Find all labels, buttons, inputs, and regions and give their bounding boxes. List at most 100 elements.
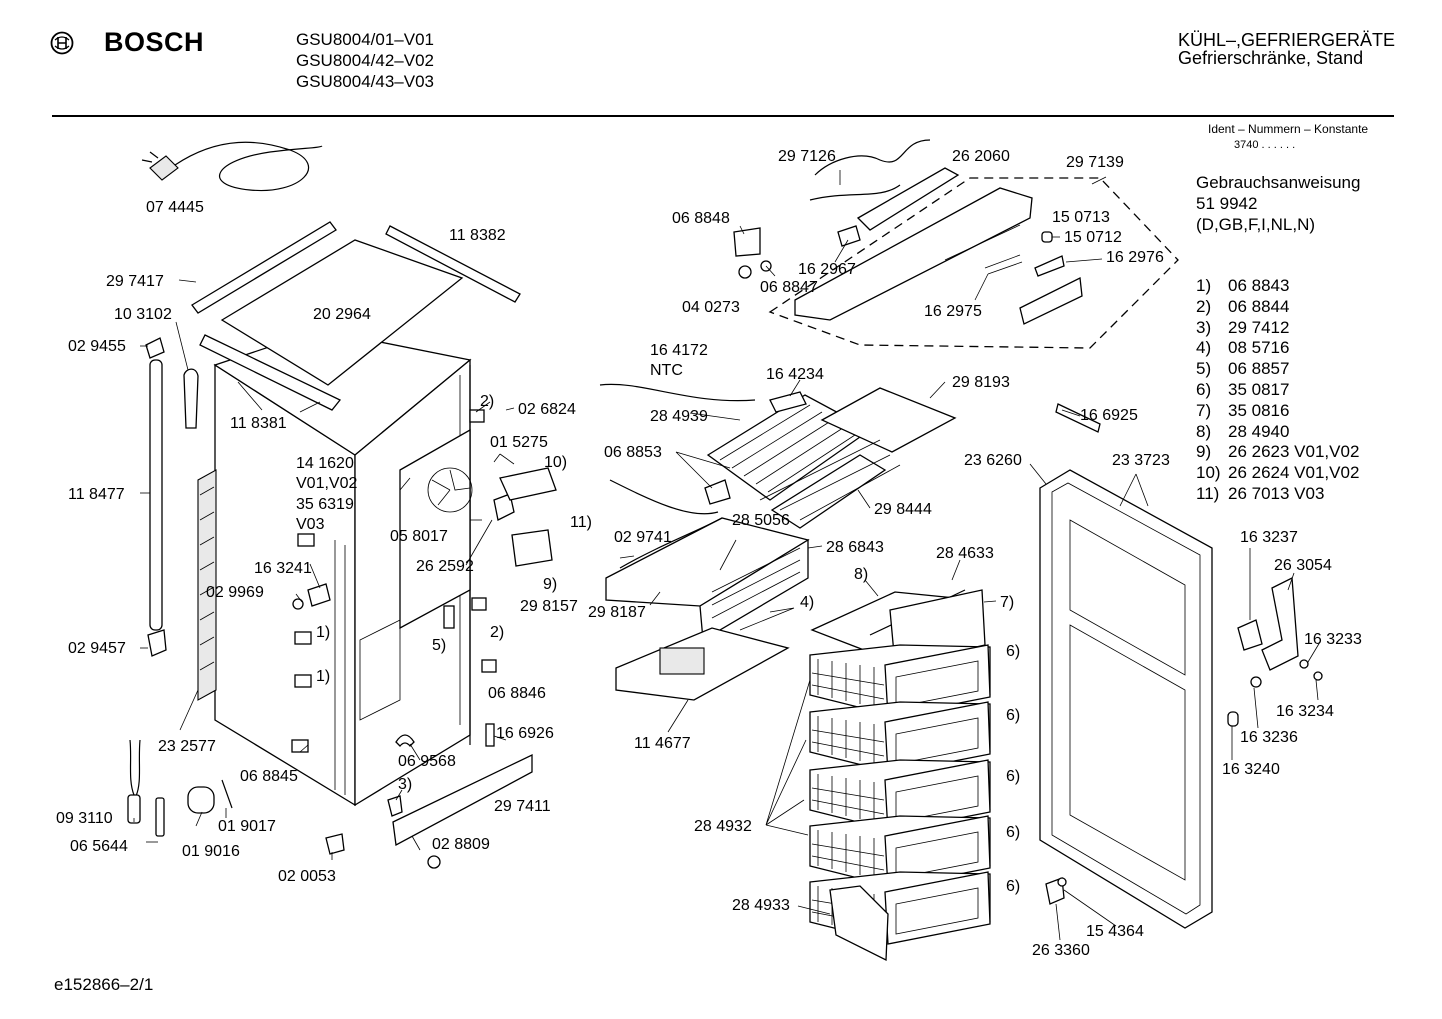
door-part — [1039, 469, 1213, 929]
part-label: 06 5644 — [70, 838, 128, 855]
top-rail-parts — [191, 221, 521, 411]
part-label: 29 8193 — [952, 374, 1010, 391]
part-label: 29 7126 — [778, 148, 836, 165]
part-label: 01 9017 — [218, 818, 276, 835]
model-number-3: GSU8004/43–V03 — [296, 72, 434, 91]
header-divider — [52, 115, 1394, 117]
part-label: 10 3102 — [114, 306, 172, 323]
part-label: 01 9016 — [182, 843, 240, 860]
part-label: 4) — [800, 594, 814, 611]
part-label: 16 3240 — [1222, 761, 1280, 778]
part-label: 6) — [1006, 707, 1020, 724]
part-label: 29 7139 — [1066, 154, 1124, 171]
kick-plate-part — [387, 753, 533, 869]
control-panel-part — [733, 139, 1083, 325]
part-label: 06 8845 — [240, 768, 298, 785]
footnote-item: 7)35 0816 — [1196, 400, 1290, 420]
part-label: 5) — [432, 637, 446, 654]
footnote-item: 9)26 2623 V01,V02 — [1196, 442, 1360, 462]
part-label: 6) — [1006, 878, 1020, 895]
part-label: 06 8848 — [672, 210, 730, 227]
condenser-grille-part — [197, 469, 217, 701]
freezer-drawer — [809, 759, 991, 833]
leader-lines — [133, 170, 1321, 941]
cover-plate-part — [605, 517, 810, 701]
part-label: 35 6319 — [296, 496, 354, 513]
part-label: 1) — [316, 624, 330, 641]
part-label: 6) — [1006, 643, 1020, 660]
part-label: 02 8809 — [432, 836, 490, 853]
part-label: 28 4939 — [650, 408, 708, 425]
part-label: 28 6843 — [826, 539, 884, 556]
part-label: 28 4933 — [732, 897, 790, 914]
part-label: 16 2967 — [798, 261, 856, 278]
part-label: 29 7417 — [106, 273, 164, 290]
part-label: 15 0712 — [1064, 229, 1122, 246]
lower-small-parts — [127, 739, 345, 855]
part-label: 23 2577 — [158, 738, 216, 755]
part-label: V03 — [296, 516, 325, 533]
part-label: 26 3360 — [1032, 942, 1090, 959]
part-label: 16 3236 — [1240, 729, 1298, 746]
callout-labels: 07 4445 29 7417 11 8382 20 2964 10 3102 … — [56, 148, 1362, 959]
part-label: 02 9455 — [68, 338, 126, 355]
part-label: 09 3110 — [56, 810, 113, 827]
part-label: 16 3233 — [1304, 631, 1362, 648]
part-label: 16 6926 — [496, 725, 554, 742]
part-label: 7) — [1000, 594, 1014, 611]
part-label: 26 2060 — [952, 148, 1010, 165]
part-label: 11 8381 — [230, 415, 287, 432]
part-label: 6) — [1006, 768, 1020, 785]
part-label: 29 8157 — [520, 598, 578, 615]
part-label: 23 6260 — [964, 452, 1022, 469]
freezer-drawers — [809, 644, 991, 962]
footnote-item: 2)06 8844 — [1196, 296, 1290, 316]
evaporator-part — [599, 383, 957, 529]
part-label: 11 8477 — [68, 486, 125, 503]
part-label: 06 8847 — [760, 279, 818, 296]
bosch-logo-icon — [50, 31, 74, 55]
part-label: 06 9568 — [398, 753, 456, 770]
part-label: 2) — [490, 624, 504, 641]
part-label: 02 9969 — [206, 584, 264, 601]
category-subtitle: Gefrierschränke, Stand — [1178, 48, 1364, 68]
part-label: 16 2975 — [924, 303, 982, 320]
manual-number: 51 9942 — [1196, 194, 1258, 213]
part-label: 16 3237 — [1240, 529, 1298, 546]
part-label: 07 4445 — [146, 199, 204, 216]
part-label: V01,V02 — [296, 475, 357, 492]
part-label: 20 2964 — [313, 306, 371, 323]
part-label: 23 3723 — [1112, 452, 1170, 469]
part-label: 28 4633 — [936, 545, 994, 562]
hinge-parts — [1045, 403, 1323, 905]
brand-name: BOSCH — [104, 27, 205, 57]
part-label: 11) — [570, 514, 592, 531]
ident-value: 3740 . . . . . . — [1234, 139, 1296, 151]
part-label: 1) — [316, 668, 330, 685]
cabinet-clips — [291, 409, 497, 753]
part-label: 9) — [543, 576, 557, 593]
part-label: 6) — [1006, 824, 1020, 841]
part-label: 16 4234 — [766, 366, 824, 383]
part-label: 16 6925 — [1080, 407, 1138, 424]
part-label: 16 3234 — [1276, 703, 1334, 720]
part-label: 26 2592 — [416, 558, 474, 575]
part-label: 04 0273 — [682, 299, 740, 316]
small-basket — [829, 885, 889, 962]
part-label: 16 4172 — [650, 342, 708, 359]
part-label: 02 9741 — [614, 529, 672, 546]
part-label: 16 3241 — [254, 560, 312, 577]
freezer-drawer — [809, 815, 991, 889]
part-label: 29 8444 — [874, 501, 932, 518]
part-label: 28 5056 — [732, 512, 790, 529]
footnote-item: 10)26 2624 V01,V02 — [1196, 463, 1360, 483]
part-label: 26 3054 — [1274, 557, 1332, 574]
manual-languages: (D,GB,F,I,NL,N) — [1196, 215, 1316, 234]
part-label: 11 8382 — [449, 227, 506, 244]
footnote-item: 1)06 8843 — [1196, 276, 1290, 295]
part-label: 06 8846 — [488, 685, 546, 702]
part-label: 02 6824 — [518, 401, 576, 418]
footnote-item: 3)29 7412 — [1196, 317, 1290, 337]
footnote-item: 11)26 7013 V03 — [1196, 483, 1325, 503]
